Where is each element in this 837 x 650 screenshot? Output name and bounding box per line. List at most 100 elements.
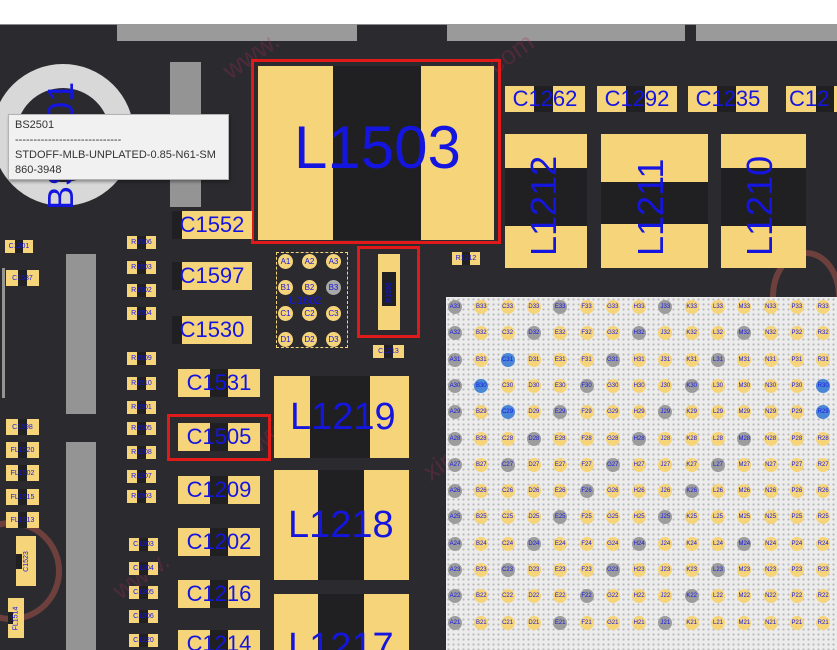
bga-ball[interactable]: B33 bbox=[474, 300, 489, 314]
bga-ball[interactable]: B21 bbox=[474, 615, 489, 630]
bga-ball[interactable]: N26 bbox=[763, 484, 778, 499]
bga-ball[interactable]: D21 bbox=[526, 615, 541, 630]
bga-ball[interactable]: F26 bbox=[579, 484, 594, 499]
bga-ball[interactable]: B24 bbox=[474, 536, 489, 551]
bga-ball[interactable]: P30 bbox=[789, 378, 804, 393]
bga-ball[interactable]: D28 bbox=[526, 431, 541, 446]
bga-ball[interactable]: K33 bbox=[684, 300, 699, 314]
bga-ball[interactable]: F30 bbox=[579, 378, 594, 393]
bga-ball[interactable]: L23 bbox=[711, 563, 725, 577]
bga-ball[interactable]: A33 bbox=[448, 300, 462, 314]
bga-ball[interactable]: J26 bbox=[658, 484, 673, 499]
bga-ball[interactable]: L28 bbox=[711, 431, 725, 446]
bga-ball[interactable]: R23 bbox=[816, 563, 831, 577]
bga-ball[interactable]: A30 bbox=[448, 378, 462, 393]
bga-ball[interactable]: G29 bbox=[605, 405, 620, 420]
bga-ball[interactable]: B30 bbox=[474, 378, 489, 393]
bga-ball[interactable]: H32 bbox=[632, 326, 647, 341]
bga-ball[interactable]: P25 bbox=[789, 510, 804, 525]
bga-ball[interactable]: E33 bbox=[553, 300, 568, 314]
bga-ball[interactable]: P27 bbox=[789, 457, 804, 472]
bga-ball[interactable]: F28 bbox=[579, 431, 594, 446]
bga-ball[interactable]: G27 bbox=[605, 457, 620, 472]
bga-ball[interactable]: D33 bbox=[526, 300, 541, 314]
u1602-pin[interactable]: C3 bbox=[326, 306, 341, 321]
bga-ball[interactable]: J29 bbox=[658, 405, 673, 420]
bga-ball[interactable]: M22 bbox=[737, 589, 752, 604]
small-part[interactable]: C1523 bbox=[16, 536, 36, 586]
bga-ball[interactable]: D24 bbox=[526, 536, 541, 551]
small-part[interactable]: R1503 bbox=[127, 261, 156, 274]
bga-ball[interactable]: A28 bbox=[448, 431, 462, 446]
small-part[interactable]: C1201 bbox=[5, 240, 33, 253]
inductor-l1219[interactable]: L1219 bbox=[274, 376, 409, 458]
bga-ball[interactable]: G26 bbox=[605, 484, 620, 499]
bga-ball[interactable]: C28 bbox=[500, 431, 515, 446]
bga-ball[interactable]: G32 bbox=[605, 326, 620, 341]
small-part[interactable]: C1206 bbox=[129, 610, 158, 623]
bga-ball[interactable]: H29 bbox=[632, 405, 647, 420]
small-part[interactable]: FL1520 bbox=[6, 442, 39, 458]
bga-ball[interactable]: P28 bbox=[789, 431, 804, 446]
bga-ball[interactable]: F21 bbox=[579, 615, 594, 630]
bga-ball[interactable]: K32 bbox=[684, 326, 699, 341]
bga-ball[interactable]: N21 bbox=[763, 615, 778, 630]
bga-ball[interactable]: F33 bbox=[579, 300, 594, 314]
small-part[interactable]: FL1515 bbox=[6, 489, 39, 505]
bga-ball[interactable]: G28 bbox=[605, 431, 620, 446]
bga-ball[interactable]: A31 bbox=[448, 352, 462, 367]
bga-ball[interactable]: P32 bbox=[789, 326, 804, 341]
bga-ball[interactable]: R32 bbox=[816, 326, 831, 341]
bga-ball[interactable]: H24 bbox=[632, 536, 647, 551]
bga-ball[interactable]: D27 bbox=[526, 457, 541, 472]
bga-ball[interactable]: R26 bbox=[816, 484, 831, 499]
bga-ball[interactable]: C29 bbox=[500, 405, 515, 420]
bga-ball[interactable]: A27 bbox=[448, 457, 462, 472]
bga-ball[interactable]: L22 bbox=[711, 589, 725, 604]
bga-ball[interactable]: L27 bbox=[711, 457, 725, 472]
bga-ball[interactable]: E24 bbox=[553, 536, 568, 551]
small-part[interactable]: R1509 bbox=[127, 352, 156, 365]
small-part[interactable]: R1501 bbox=[127, 401, 156, 414]
bga-ball[interactable]: K27 bbox=[684, 457, 699, 472]
cap-c1209[interactable]: C1209 bbox=[178, 476, 260, 504]
bga-ball[interactable]: C31 bbox=[500, 352, 515, 367]
bga-ball[interactable]: A29 bbox=[448, 405, 462, 420]
bga-ball[interactable]: C21 bbox=[500, 615, 515, 630]
bga-ball[interactable]: P31 bbox=[789, 352, 804, 367]
bga-ball[interactable]: B31 bbox=[474, 352, 489, 367]
bga-ball[interactable]: F27 bbox=[579, 457, 594, 472]
bga-ball[interactable]: K28 bbox=[684, 431, 699, 446]
bga-ball[interactable]: G33 bbox=[605, 300, 620, 314]
inductor-l1210[interactable] bbox=[721, 134, 806, 268]
bga-ball[interactable]: A24 bbox=[448, 536, 462, 551]
bga-ball[interactable]: G24 bbox=[605, 536, 620, 551]
bga-ball[interactable]: E27 bbox=[553, 457, 568, 472]
bga-ball[interactable]: R21 bbox=[816, 615, 831, 630]
bga-ball[interactable]: C30 bbox=[500, 378, 515, 393]
bga-ball[interactable]: R25 bbox=[816, 510, 831, 525]
small-part[interactable]: C1204 bbox=[129, 562, 158, 575]
bga-ball[interactable]: A26 bbox=[448, 484, 462, 499]
bga-ball[interactable]: J31 bbox=[658, 352, 673, 367]
bga-ball[interactable]: G30 bbox=[605, 378, 620, 393]
bga-ball[interactable]: E32 bbox=[553, 326, 568, 341]
bga-ball[interactable]: M26 bbox=[737, 484, 752, 499]
bga-ball[interactable]: R33 bbox=[816, 300, 831, 314]
cap-c1262[interactable]: C1262 bbox=[505, 86, 585, 112]
bga-ball[interactable]: K25 bbox=[684, 510, 699, 525]
bga-ball[interactable]: G31 bbox=[605, 352, 620, 367]
resistor-r1595[interactable]: R1595 bbox=[378, 254, 400, 330]
bga-ball[interactable]: J28 bbox=[658, 431, 673, 446]
small-part[interactable]: R1208 bbox=[127, 446, 156, 459]
bga-ball[interactable]: J21 bbox=[658, 615, 673, 630]
bga-ball[interactable]: E28 bbox=[553, 431, 568, 446]
bga-ball[interactable]: C32 bbox=[500, 326, 515, 341]
bga-ball[interactable]: F31 bbox=[579, 352, 594, 367]
bga-ball[interactable]: H21 bbox=[632, 615, 647, 630]
bga-ball[interactable]: E29 bbox=[553, 405, 568, 420]
cap-c1216[interactable]: C1216 bbox=[178, 580, 260, 608]
bga-ball[interactable]: E21 bbox=[553, 615, 568, 630]
small-part[interactable]: FL1513 bbox=[6, 512, 39, 528]
bga-ball[interactable]: B28 bbox=[474, 431, 489, 446]
